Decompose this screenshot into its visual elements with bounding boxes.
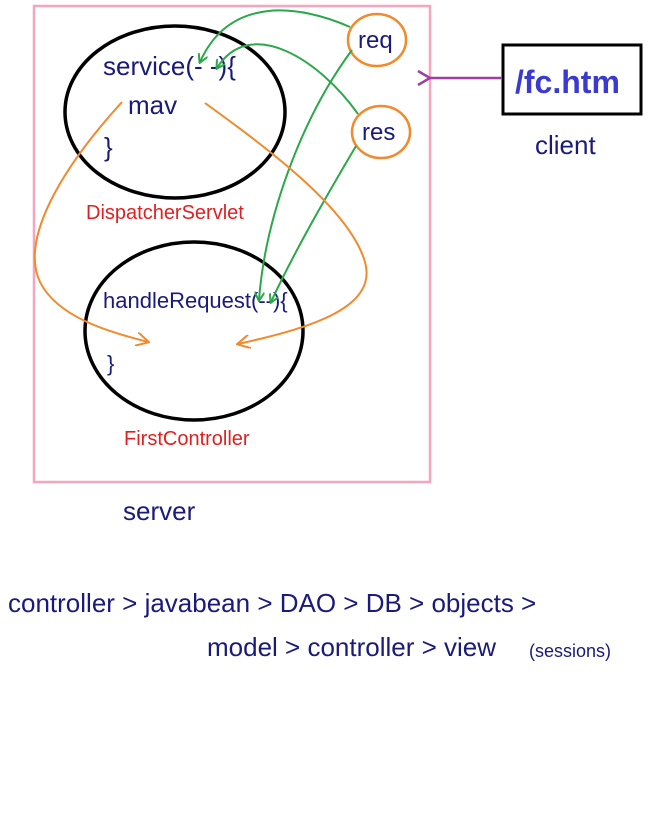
flow-note: (sessions)	[529, 641, 611, 661]
first-controller-label: FirstController	[124, 428, 250, 450]
server-label: server	[123, 496, 196, 526]
res-label: res	[362, 119, 395, 146]
mav-right-loop-arrow	[204, 102, 368, 344]
service-method-text: service(- -){	[103, 51, 236, 81]
dispatcher-servlet-label: DispatcherServlet	[86, 202, 244, 224]
req-label: req	[358, 27, 393, 54]
client-url-box	[501, 43, 643, 116]
first-controller-ellipse	[83, 240, 305, 422]
server-box	[32, 4, 432, 484]
res-to-handle-arrow	[271, 145, 357, 302]
mav-left-loop-arrow	[33, 101, 148, 342]
mav-text: mav	[128, 90, 177, 120]
res-circle	[350, 104, 412, 160]
req-to-service-arrow	[200, 9, 351, 62]
client-label: client	[535, 130, 596, 160]
res-to-service-arrow	[217, 43, 359, 115]
client-url-text: /fc.htm	[515, 64, 620, 100]
dispatcher-servlet-ellipse	[63, 24, 287, 200]
flow-line-2: model > controller > view	[207, 632, 496, 662]
req-circle	[346, 12, 408, 68]
service-close-brace: }	[104, 132, 113, 162]
req-to-handle-arrow	[259, 49, 353, 300]
handle-request-close-brace: }	[107, 351, 114, 376]
flow-line-1: controller > javabean > DAO > DB > objec…	[8, 588, 536, 618]
